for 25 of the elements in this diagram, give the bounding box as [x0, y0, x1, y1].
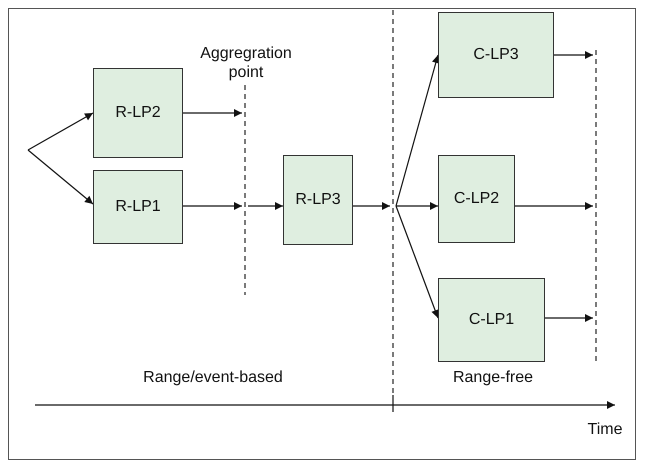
arrow — [515, 202, 593, 210]
arrow — [28, 150, 94, 204]
arrow — [395, 206, 439, 318]
process-box: R-LP2 — [93, 68, 183, 158]
arrow — [554, 51, 593, 59]
process-box: R-LP3 — [283, 155, 353, 245]
arrow — [183, 109, 242, 117]
process-box: C-LP3 — [438, 12, 554, 98]
process-box: C-LP2 — [438, 155, 515, 243]
process-box: C-LP1 — [438, 278, 545, 362]
dashed-marker-line — [390, 10, 396, 395]
dashed-marker-line — [242, 85, 248, 295]
section-heading: Aggregration point — [199, 44, 293, 82]
arrow — [248, 202, 283, 210]
region-label: Range-free — [452, 368, 534, 387]
region-label: Range/event-based — [142, 368, 284, 387]
process-box: R-LP1 — [93, 170, 183, 244]
arrow — [396, 202, 438, 210]
axis-label: Time — [586, 420, 624, 439]
arrow — [353, 202, 390, 210]
arrow — [395, 54, 440, 206]
arrow — [28, 112, 94, 151]
arrow — [183, 202, 242, 210]
dashed-marker-line — [593, 50, 599, 362]
arrow — [545, 314, 593, 322]
